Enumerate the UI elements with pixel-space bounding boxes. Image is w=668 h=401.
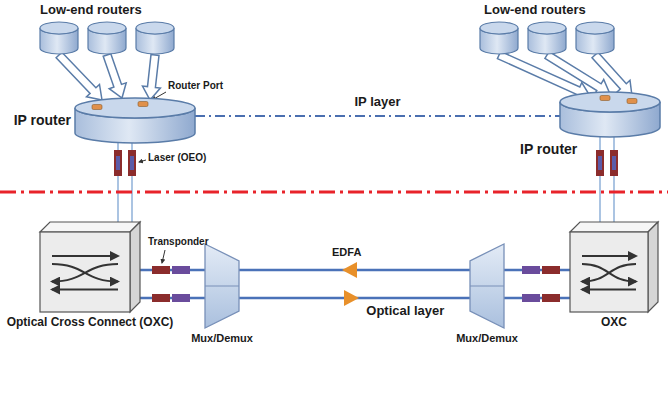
node-shape	[470, 244, 504, 328]
low-end-router-group	[40, 22, 632, 100]
fiber-link	[613, 137, 615, 222]
callout-label: EDFA	[332, 246, 361, 259]
router-port	[627, 99, 637, 104]
mux-demux: Mux/Demux	[470, 244, 504, 328]
group-label: Low-end routers	[484, 3, 586, 18]
low-end-router	[136, 22, 174, 54]
ip-link	[195, 115, 560, 117]
traffic-arrow	[592, 52, 632, 96]
low-end-router	[576, 22, 614, 54]
node-heading: Mux/Demux	[191, 332, 253, 345]
low-end-router	[480, 22, 518, 54]
fiber-link	[599, 137, 601, 222]
layer-label: IP layer	[351, 95, 403, 110]
node-shape	[75, 98, 195, 143]
ip-router: IP router	[75, 98, 195, 143]
ip-router: IP router	[560, 92, 660, 137]
low-end-router	[528, 22, 566, 54]
node-heading: IP router	[520, 141, 577, 157]
node-heading: Optical Cross Connect (OXC)	[7, 316, 174, 330]
optical-cross-connect: Optical Cross Connect (OXC)	[40, 222, 140, 312]
optical-cross-connect: OXC	[570, 222, 658, 312]
node-shape	[560, 92, 660, 137]
group-label: Low-end routers	[40, 3, 142, 18]
cross-connect-symbol	[52, 256, 118, 290]
callout-label: Transponder	[148, 236, 209, 248]
node-heading: IP router	[14, 112, 71, 128]
low-end-router	[40, 22, 78, 54]
layer-label: Optical layer	[363, 304, 447, 319]
connector-group	[118, 116, 614, 298]
router-port	[138, 102, 148, 107]
callout-label: Laser (OEO)	[148, 152, 206, 164]
router-port	[92, 105, 102, 110]
node-shape	[570, 222, 658, 312]
node-shape	[40, 222, 140, 312]
edfa-amplifier	[342, 262, 359, 306]
cross-connect-symbol	[582, 256, 636, 290]
router-port	[600, 96, 610, 101]
low-end-router	[88, 22, 126, 54]
layer-divider	[0, 191, 668, 194]
callout-label: Router Port	[168, 80, 223, 92]
traffic-arrow	[143, 55, 161, 100]
node-heading: Mux/Demux	[456, 332, 518, 345]
mux-demux: Mux/Demux	[205, 244, 239, 328]
node-shape	[205, 244, 239, 328]
node-heading: OXC	[601, 316, 627, 330]
traffic-arrow	[56, 52, 102, 100]
traffic-arrow	[103, 54, 126, 98]
